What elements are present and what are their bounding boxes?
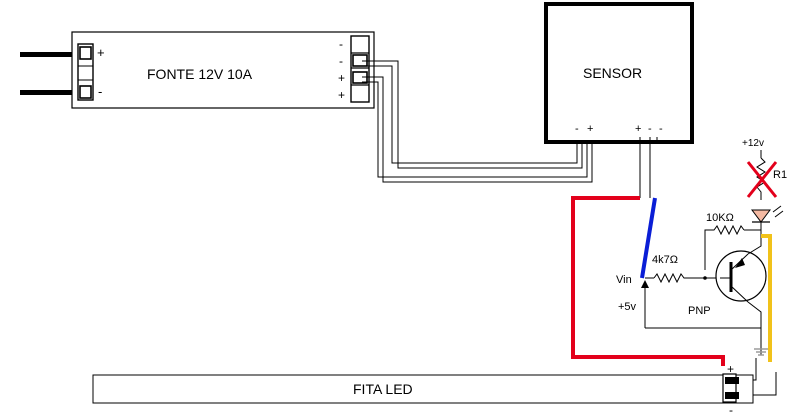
plus5v-label: +5v bbox=[618, 301, 637, 313]
resistor-4k7-label: 4k7Ω bbox=[652, 254, 678, 266]
led-strip-minus: - bbox=[729, 403, 733, 416]
resistor-10k-label: 10KΩ bbox=[706, 212, 734, 224]
sensor-pin-left-plus: + bbox=[587, 123, 593, 135]
mains-input-cables bbox=[20, 52, 78, 95]
supply-12v-label: +12v bbox=[742, 138, 764, 149]
resistor-10k bbox=[704, 224, 745, 270]
power-supply: + - FONTE 12V 10A - - + + bbox=[71, 31, 375, 109]
power-supply-out-1: - bbox=[339, 37, 343, 51]
sensor-body bbox=[544, 2, 694, 144]
power-supply-input-plus: + bbox=[97, 45, 105, 60]
sensor-pin-right-minus-1: - bbox=[648, 123, 652, 135]
r1-label: R1 bbox=[773, 169, 787, 181]
power-supply-out-2: - bbox=[339, 54, 343, 68]
led-strip-plus: + bbox=[727, 362, 734, 376]
led-strip: FITA LED + - bbox=[92, 362, 754, 416]
power-supply-input-minus: - bbox=[98, 84, 102, 99]
resistor-4k7 bbox=[653, 272, 720, 284]
sensor-pin-right-minus-2: - bbox=[659, 123, 663, 135]
vin-label: Vin bbox=[616, 274, 632, 286]
red-wire bbox=[571, 196, 725, 366]
blue-wire bbox=[640, 197, 657, 279]
r1-resistor bbox=[756, 157, 766, 200]
yellow-wire bbox=[761, 234, 772, 362]
sensor-label: SENSOR bbox=[583, 65, 642, 81]
pnp-transistor-icon bbox=[715, 250, 767, 302]
driver-circuit: +12v R1 10KΩ Vin 4k7Ω +5v bbox=[616, 138, 787, 356]
power-supply-out-4: + bbox=[338, 88, 345, 102]
ground-icon bbox=[754, 348, 768, 356]
pnp-label: PNP bbox=[688, 305, 711, 317]
supply-to-sensor-wires bbox=[362, 60, 593, 183]
power-supply-out-3: + bbox=[338, 71, 345, 85]
led-strip-body bbox=[92, 374, 754, 404]
power-supply-body bbox=[71, 31, 375, 109]
sensor-pin-left-minus: - bbox=[575, 123, 579, 135]
sensor-pin-right-plus: + bbox=[635, 123, 641, 135]
led-strip-label: FITA LED bbox=[353, 381, 413, 397]
power-supply-output-terminal bbox=[350, 35, 370, 103]
sensor: SENSOR - + + - - bbox=[544, 2, 694, 144]
sensor-output-wires bbox=[639, 137, 658, 198]
led-diode-icon bbox=[751, 209, 771, 223]
power-supply-label: FONTE 12V 10A bbox=[147, 66, 253, 82]
